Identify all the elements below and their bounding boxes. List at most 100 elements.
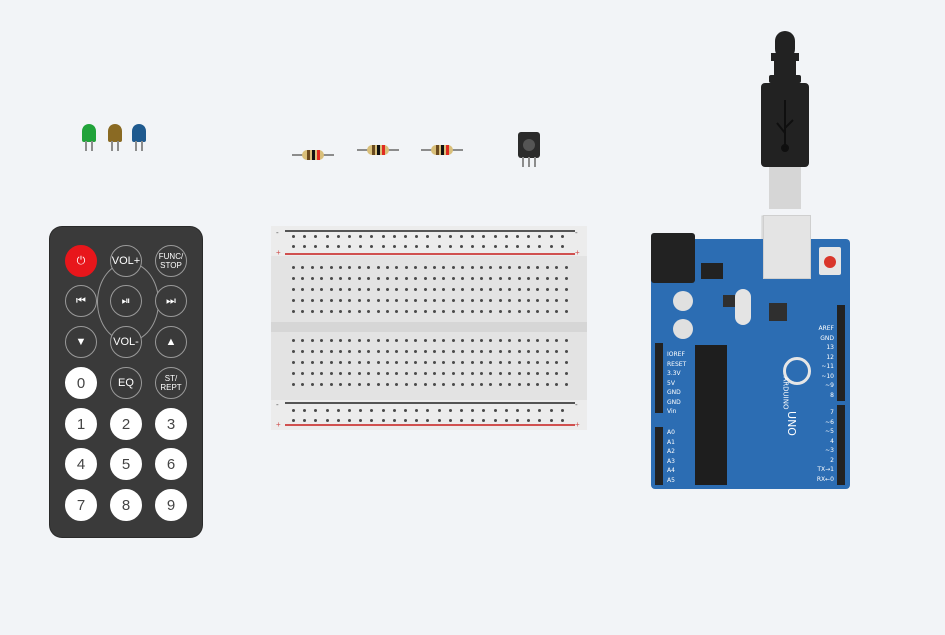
breadboard-hole[interactable] [310,288,314,291]
breadboard-hole[interactable] [381,245,385,248]
breadboard-hole[interactable] [357,288,361,291]
breadboard-hole[interactable] [460,235,463,238]
breadboard-hole[interactable] [498,372,502,375]
breadboard-hole[interactable] [508,277,512,280]
breadboard-hole[interactable] [498,310,502,313]
breadboard-hole[interactable] [538,419,542,422]
breadboard-hole[interactable] [461,299,465,302]
breadboard-hole[interactable] [527,299,530,302]
breadboard-hole[interactable] [357,277,361,280]
breadboard-hole[interactable] [426,419,430,422]
breadboard-hole[interactable] [336,235,340,238]
breadboard-hole[interactable] [357,266,361,269]
breadboard-hole[interactable] [404,372,408,375]
breadboard-hole[interactable] [560,245,564,248]
breadboard-hole[interactable] [292,419,295,422]
breadboard-hole[interactable] [329,266,333,269]
breadboard-hole[interactable] [386,361,389,364]
breadboard-hole[interactable] [370,235,374,238]
breadboard-hole[interactable] [504,409,508,412]
breadboard-hole[interactable] [498,288,502,291]
breadboard-hole[interactable] [433,266,436,269]
breadboard-hole[interactable] [329,361,333,364]
breadboard-hole[interactable] [301,350,305,353]
breadboard-hole[interactable] [564,310,568,313]
breadboard-hole[interactable] [423,277,427,280]
breadboard-hole[interactable] [442,277,446,280]
breadboard-hole[interactable] [448,409,452,412]
breadboard-hole[interactable] [314,245,318,248]
breadboard-hole[interactable] [423,299,427,302]
breadboard-hole[interactable] [339,372,342,375]
breadboard-hole[interactable] [426,235,430,238]
breadboard-hole[interactable] [359,235,363,238]
breadboard-hole[interactable] [451,350,455,353]
breadboard-hole[interactable] [560,419,564,422]
breadboard-hole[interactable] [348,409,351,412]
breadboard-hole[interactable] [437,235,441,238]
breadboard-hole[interactable] [536,383,540,386]
breadboard-hole[interactable] [292,361,295,364]
breadboard-hole[interactable] [386,372,389,375]
remote-button-eq[interactable]: EQ [110,367,142,399]
breadboard-hole[interactable] [461,361,465,364]
breadboard-hole[interactable] [423,361,427,364]
breadboard-hole[interactable] [489,288,493,291]
breadboard-hole[interactable] [359,409,363,412]
breadboard-hole[interactable] [564,266,568,269]
breadboard-hole[interactable] [395,339,399,342]
breadboard-hole[interactable] [493,235,497,238]
breadboard-hole[interactable] [461,266,465,269]
remote-button-6[interactable]: 6 [155,448,187,480]
breadboard-hole[interactable] [423,310,427,313]
breadboard-hole[interactable] [414,266,418,269]
breadboard-hole[interactable] [489,339,493,342]
breadboard-hole[interactable] [517,288,521,291]
breadboard-hole[interactable] [433,372,436,375]
breadboard-hole[interactable] [357,383,361,386]
breadboard-hole[interactable] [303,245,307,248]
breadboard-hole[interactable] [545,310,549,313]
breadboard-hole[interactable] [536,372,540,375]
breadboard-hole[interactable] [442,299,446,302]
breadboard-hole[interactable] [320,310,324,313]
breadboard-hole[interactable] [348,277,352,280]
breadboard-hole[interactable] [527,372,530,375]
breadboard-hole[interactable] [508,310,512,313]
breadboard-hole[interactable] [339,277,342,280]
breadboard-hole[interactable] [451,310,455,313]
breadboard-hole[interactable] [555,372,559,375]
breadboard-hole[interactable] [461,310,465,313]
breadboard-hole[interactable] [471,235,475,238]
breadboard-hole[interactable] [301,372,305,375]
breadboard-hole[interactable] [448,419,452,422]
breadboard-hole[interactable] [437,245,441,248]
breadboard-hole[interactable] [442,339,446,342]
breadboard-hole[interactable] [292,266,295,269]
breadboard-hole[interactable] [320,350,324,353]
breadboard-hole[interactable] [414,361,418,364]
breadboard-hole[interactable] [489,350,493,353]
breadboard-hole[interactable] [404,409,407,412]
digital-header-bottom[interactable] [837,405,845,485]
breadboard-hole[interactable] [376,339,380,342]
breadboard-hole[interactable] [292,299,295,302]
breadboard-hole[interactable] [564,277,568,280]
breadboard-hole[interactable] [460,419,463,422]
breadboard-hole[interactable] [386,277,389,280]
breadboard-hole[interactable] [504,419,508,422]
breadboard-hole[interactable] [564,299,568,302]
breadboard-hole[interactable] [423,383,427,386]
breadboard-hole[interactable] [564,372,568,375]
breadboard-hole[interactable] [381,409,385,412]
breadboard-hole[interactable] [404,235,407,238]
breadboard-hole[interactable] [564,361,568,364]
breadboard-hole[interactable] [292,245,295,248]
breadboard-hole[interactable] [314,235,318,238]
breadboard-hole[interactable] [301,266,305,269]
breadboard-hole[interactable] [404,299,408,302]
breadboard-hole[interactable] [381,235,385,238]
breadboard-hole[interactable] [460,409,463,412]
breadboard-hole[interactable] [480,339,483,342]
breadboard-hole[interactable] [517,266,521,269]
